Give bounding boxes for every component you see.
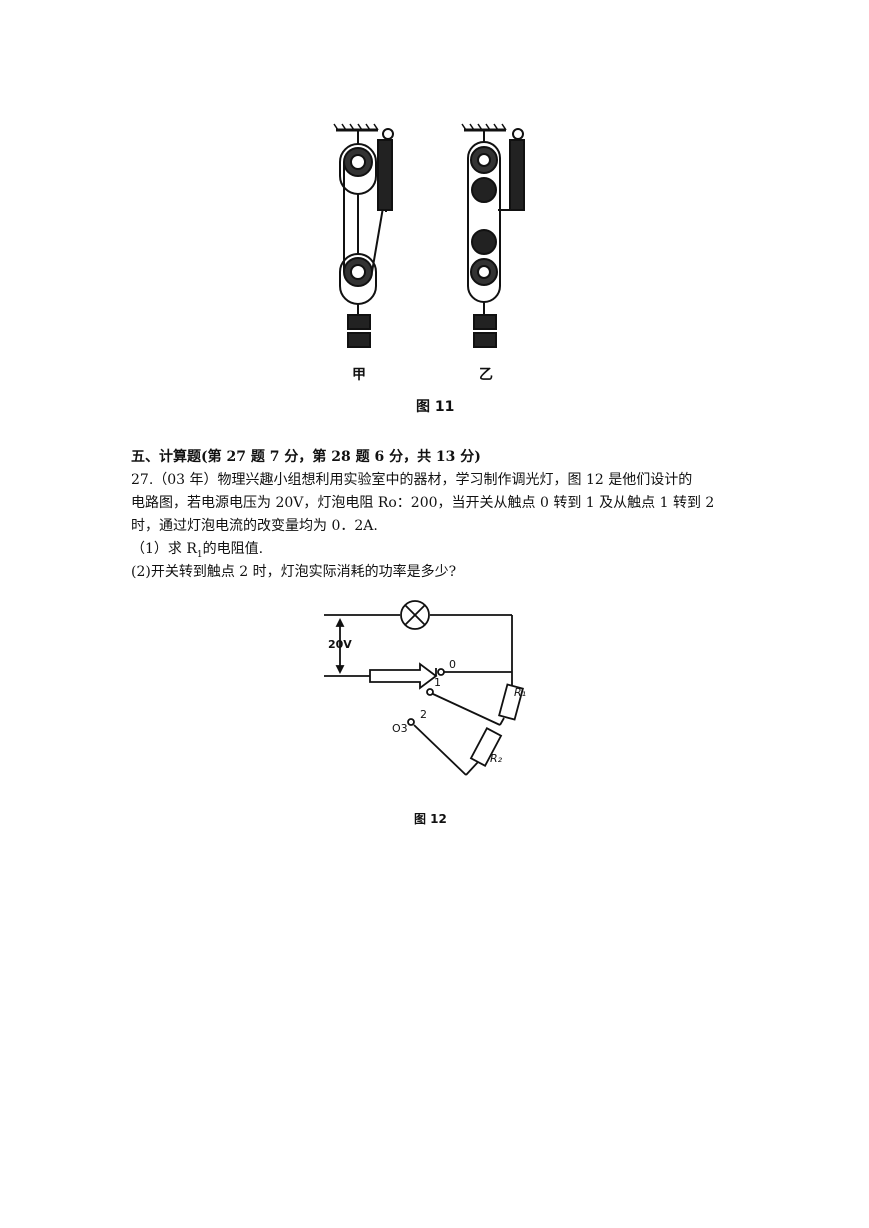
pulley-diagram	[333, 123, 525, 348]
sub-question-1-suffix: 的电阻值.	[202, 541, 264, 557]
question-27-line-2: 电路图，若电源电压为 20V，灯泡电阻 Ro：200，当开关从触点 0 转到 1…	[131, 495, 715, 511]
pulley-system-a	[333, 123, 394, 348]
question-27-line-3: 时，通过灯泡电流的改变量均为 0．2A.	[131, 518, 378, 534]
sub-question-1-prefix: （1）求 R	[131, 541, 197, 557]
figure-12: 20V 0 1 2 O3 R₁ R₂ 图 12	[318, 590, 548, 850]
contact-3-label: O3	[392, 722, 408, 735]
section-title: 五、计算题(第 27 题 7 分，第 28 题 6 分，共 13 分)	[131, 449, 481, 465]
contact-0-label: 0	[449, 658, 456, 671]
figure-11: 甲 乙 图 11	[322, 120, 552, 420]
sub-question-1-subscript: 1	[196, 549, 203, 560]
sub-question-1: （1）求 R1的电阻值.	[131, 538, 263, 567]
contact-1-label: 1	[434, 676, 441, 689]
label-jia: 甲	[352, 367, 366, 383]
label-yi: 乙	[479, 367, 493, 383]
figure-12-caption: 图 12	[414, 812, 447, 826]
pulley-system-b	[461, 123, 525, 348]
question-27-line-1: 27.（03 年）物理兴趣小组想利用实验室中的器材，学习制作调光灯，图 12 是…	[131, 472, 693, 488]
figure-11-caption: 图 11	[416, 399, 455, 415]
circuit-diagram	[324, 600, 524, 776]
voltage-label: 20V	[328, 638, 352, 651]
sub-question-2: (2)开关转到触点 2 时，灯泡实际消耗的功率是多少?	[131, 564, 457, 580]
r2-label: R₂	[490, 752, 503, 765]
r1-label: R₁	[514, 686, 527, 699]
contact-2-label: 2	[420, 708, 427, 721]
